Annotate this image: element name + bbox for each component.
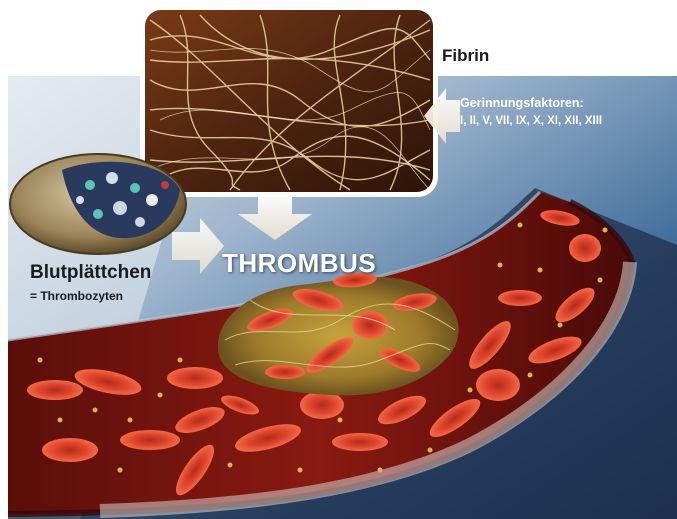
coagulation-factors-title: Gerinnungsfaktoren:	[460, 96, 584, 110]
platelet-cutaway	[10, 154, 186, 254]
fibrin-label: Fibrin	[442, 46, 489, 66]
thrombus-label: THROMBUS	[222, 248, 376, 279]
platelet-synonym-label: = Thrombozyten	[30, 289, 123, 303]
platelet-label: Blutplättchen	[30, 262, 151, 284]
fibrin-micrograph	[140, 5, 438, 197]
coagulation-factors-list: I, II, V, VII, IX, X, XI, XII, XIII	[460, 115, 602, 127]
